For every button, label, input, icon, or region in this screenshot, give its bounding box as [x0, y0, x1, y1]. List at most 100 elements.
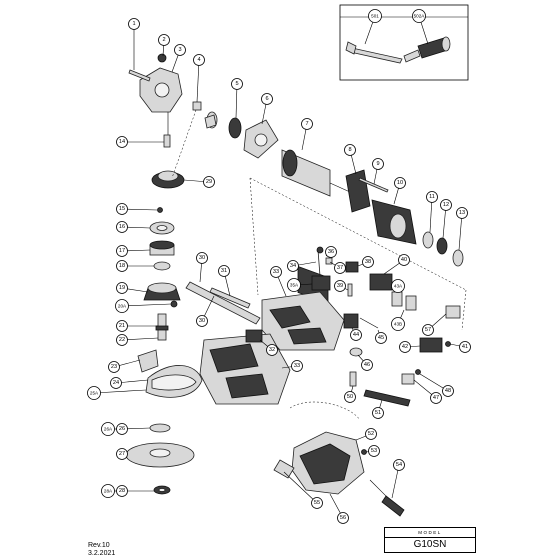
callout-number: 42 [402, 344, 408, 350]
assembly-lines [171, 109, 467, 421]
callout-c52: 52 [355, 428, 377, 441]
power-cord-part [369, 479, 405, 517]
callout-c30a: 30 [196, 252, 208, 283]
callout-number: 24 [113, 380, 119, 386]
callout-number: 28 [119, 488, 125, 494]
callout-number: 18 [119, 263, 125, 269]
callout-c43A: 43A [391, 279, 405, 293]
grinding-wheel-part [125, 442, 195, 468]
callout-c29: 29 [183, 176, 215, 188]
callout-bubble [115, 299, 129, 313]
callout-bubble [196, 252, 208, 264]
callout-number: 44 [353, 332, 359, 338]
callout-c7: 7 [301, 118, 313, 151]
callout-number: 21 [119, 323, 125, 329]
screw-part-1 [128, 69, 151, 82]
fan-guide-part [345, 169, 371, 213]
callout-number: 26A [104, 427, 113, 432]
callout-bubble [344, 391, 356, 403]
callout-c8: 8 [344, 144, 357, 175]
noise-suppressor-part-42 [419, 337, 443, 353]
callout-number: 33 [273, 269, 279, 275]
callout-c11: 11 [426, 191, 438, 233]
callout-bubble [311, 497, 323, 509]
callout-bubble [193, 54, 205, 66]
callout-number: 3 [178, 47, 181, 53]
callout-bubble [87, 386, 101, 400]
revision-date: 3.2.2021 [88, 550, 116, 557]
callout-c20A: 20A [115, 299, 172, 313]
callout-bubble [174, 44, 186, 56]
callout-c34: 34 [287, 260, 317, 272]
callout-c44: 44 [350, 327, 362, 341]
callout-number: 27 [119, 451, 125, 457]
wheel-washer-part [149, 423, 171, 433]
callout-bubble [116, 260, 128, 272]
washer-part-18 [153, 261, 171, 271]
callout-number: 8 [348, 147, 351, 153]
callout-bubble [426, 191, 438, 203]
bearing-part-4 [192, 101, 202, 111]
callout-bubble [393, 459, 405, 471]
revision-label: Rev.10 [88, 542, 110, 549]
brush-part-43B [405, 295, 417, 311]
screw-part-48 [415, 369, 421, 375]
callout-c55: 55 [283, 471, 323, 509]
callout-bubble [334, 262, 346, 274]
callout-number: 33 [294, 363, 300, 369]
callout-number: 10 [397, 180, 403, 186]
pillar-terminal-part [349, 347, 363, 357]
callout-leader-line [121, 337, 159, 341]
callout-c502A: 502A [412, 9, 429, 45]
callout-bubble [101, 484, 115, 498]
callout-c51: 51 [372, 399, 384, 419]
callout-number: 29 [206, 179, 212, 185]
callout-bubble [337, 512, 349, 524]
callout-c12: 12 [440, 199, 452, 239]
callout-number: 501 [371, 14, 379, 19]
callout-leader-line [458, 212, 463, 251]
callout-c48: 48 [419, 373, 454, 397]
callout-c42: 42 [399, 341, 421, 353]
callout-number: 12 [443, 202, 449, 208]
name-plate-part [245, 329, 263, 343]
callout-number: 502A [414, 14, 426, 19]
callout-c31: 31 [218, 265, 231, 297]
label-part [273, 459, 295, 479]
callout-bubble [440, 199, 452, 211]
callout-bubble [325, 246, 337, 258]
callout-bubble [101, 422, 115, 436]
callout-number: 56 [340, 515, 346, 521]
callout-bubble [261, 93, 273, 105]
packing-gland-part [143, 282, 181, 301]
callout-bubble [372, 158, 384, 170]
cord-armor-part [363, 389, 411, 407]
callout-number: 34 [290, 263, 296, 269]
callout-number: 40 [401, 257, 407, 263]
callout-number: 31 [221, 268, 227, 274]
callout-bubble [442, 385, 454, 397]
callout-number: 1 [132, 21, 135, 27]
callout-number: 11 [429, 194, 435, 200]
callout-number: 43B [394, 322, 402, 327]
callout-c22: 22 [116, 334, 159, 346]
callout-number: 37 [337, 265, 343, 271]
callout-c24: 24 [110, 377, 149, 389]
callout-c40: 40 [383, 254, 410, 275]
callout-number: 30 [199, 318, 205, 324]
callout-number: 4 [197, 57, 200, 63]
callout-c2: 2 [158, 34, 170, 57]
callout-c32: 32 [259, 339, 278, 356]
callout-number: 51 [375, 410, 381, 416]
callout-number: 57 [425, 327, 431, 333]
callout-number: 43A [394, 284, 403, 289]
callout-number: 35A [290, 283, 299, 288]
callout-bubble [362, 256, 374, 268]
callout-bubble [270, 266, 282, 278]
callout-c13: 13 [456, 207, 468, 251]
callout-number: 45 [378, 335, 384, 341]
callout-c501: 501 [364, 9, 382, 45]
pin-part-37 [325, 257, 333, 265]
callout-c21: 21 [116, 320, 158, 332]
callout-bubble [459, 341, 471, 353]
